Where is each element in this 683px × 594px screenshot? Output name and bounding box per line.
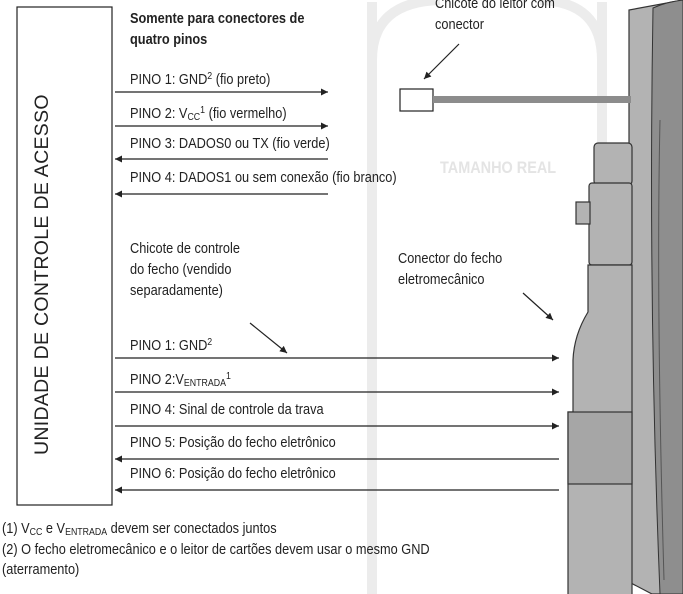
lock-pin-5-label: PINO 5: Posição do fecho eletrônico [130,435,336,451]
reader-pin-2-label: PINO 2: VCC1 (fio vermelho) [130,105,287,123]
reader-pin-3-label: PINO 3: DADOS0 ou TX (fio verde) [130,136,330,152]
reader-label-pointer [423,43,460,80]
lock-harness-label-line-3: separadamente) [130,283,223,299]
reader-pin-4-label: PINO 4: DADOS1 ou sem conexão (fio branc… [130,170,397,186]
reader-pin-lines [115,88,328,198]
footnote-2-line-1: (2) O fecho eletromecânico e o leitor de… [2,542,430,558]
unit-title: UNIDADE DE CONTROLE DE ACESSO [31,94,53,455]
lock-pin-6-label: PINO 6: Posição do fecho eletrônico [130,466,336,482]
reader-pin-1-label: PINO 1: GND2 (fio preto) [130,71,271,88]
four-pin-header-line-1: Somente para conectores de [130,11,305,27]
reader-harness-label-line-2: conector [435,17,484,33]
lock-connector-label-line-2: eletromecânico [398,272,485,288]
reader-harness-label-line-1: Chicote do leitor com [435,0,555,12]
lock-pin-lines [115,354,559,494]
reader-plug [399,88,434,112]
lock-connector-label-line-1: Conector do fecho [398,251,503,267]
lock-harness-label-line-2: do fecho (vendido [130,262,232,278]
lock-pin-1-label: PINO 1: GND2 [130,337,213,354]
lock-device-body [567,0,683,594]
lock-harness-label-line-1: Chicote de controle [130,241,240,257]
footnote-1: (1) VCC e VENTRADA devem ser conectados … [2,521,277,538]
access-control-unit-box [16,6,113,506]
lock-harness-pointer [249,322,288,354]
reader-cable [433,96,631,103]
reader-silhouette-top [367,0,607,61]
watermark: TAMANHO REAL [440,158,557,177]
footnote-2-line-2: (aterramento) [2,562,80,578]
lock-connector-pointer [522,292,554,321]
four-pin-header-line-2: quatro pinos [130,32,208,48]
lock-pin-4-label: PINO 4: Sinal de controle da trava [130,402,324,418]
lock-pin-2-label: PINO 2:VENTRADA1 [130,371,231,389]
